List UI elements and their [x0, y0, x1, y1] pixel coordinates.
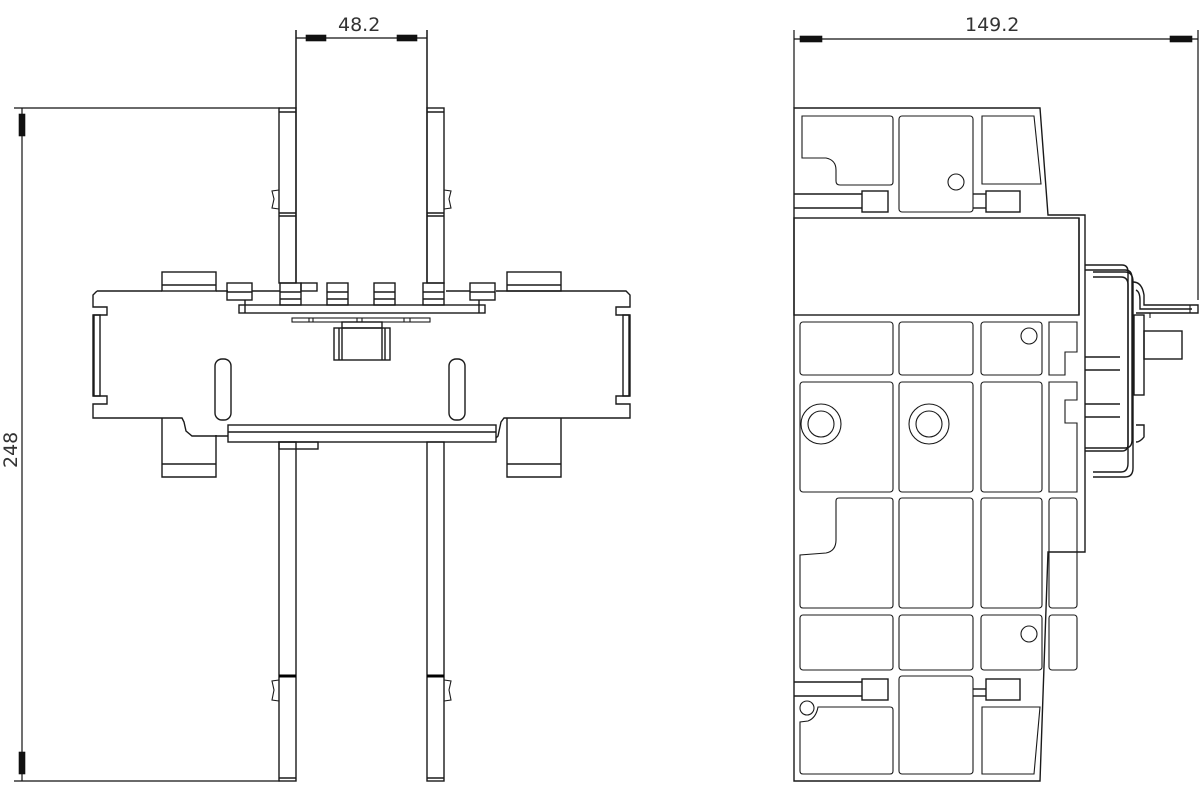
slot-left — [214, 358, 232, 421]
main-body — [92, 290, 631, 439]
arrow-left-icon — [799, 35, 823, 43]
dimension-label-48-2: 48.2 — [338, 14, 380, 36]
dimension-width-front: 48.2 — [295, 14, 428, 108]
operating-handle — [333, 327, 391, 361]
arrow-down-icon — [18, 751, 26, 775]
arrow-right-icon — [396, 34, 418, 42]
lower-right-rail — [426, 441, 452, 782]
slot-right — [448, 358, 466, 421]
dimension-width-side: 149.2 — [793, 14, 1199, 300]
front-view: 48.2 248 — [0, 14, 631, 782]
arrow-right-icon — [1169, 35, 1193, 43]
dimension-height-front: 248 — [0, 107, 280, 782]
side-view: 149.2 — [793, 14, 1199, 782]
upper-right-rail — [426, 107, 452, 284]
arrow-up-icon — [18, 113, 26, 137]
bottom-terminal-blocks — [161, 418, 562, 478]
side-operating-mechanism — [1078, 218, 1199, 478]
top-terminal-blocks — [161, 271, 562, 361]
arrow-left-icon — [305, 34, 327, 42]
dimension-label-248: 248 — [0, 432, 22, 468]
side-body-outline — [793, 107, 1086, 782]
upper-left-rail — [271, 107, 297, 284]
middle-band — [793, 217, 1080, 316]
dimension-label-149-2: 149.2 — [965, 14, 1019, 36]
lower-left-rail — [271, 441, 297, 782]
